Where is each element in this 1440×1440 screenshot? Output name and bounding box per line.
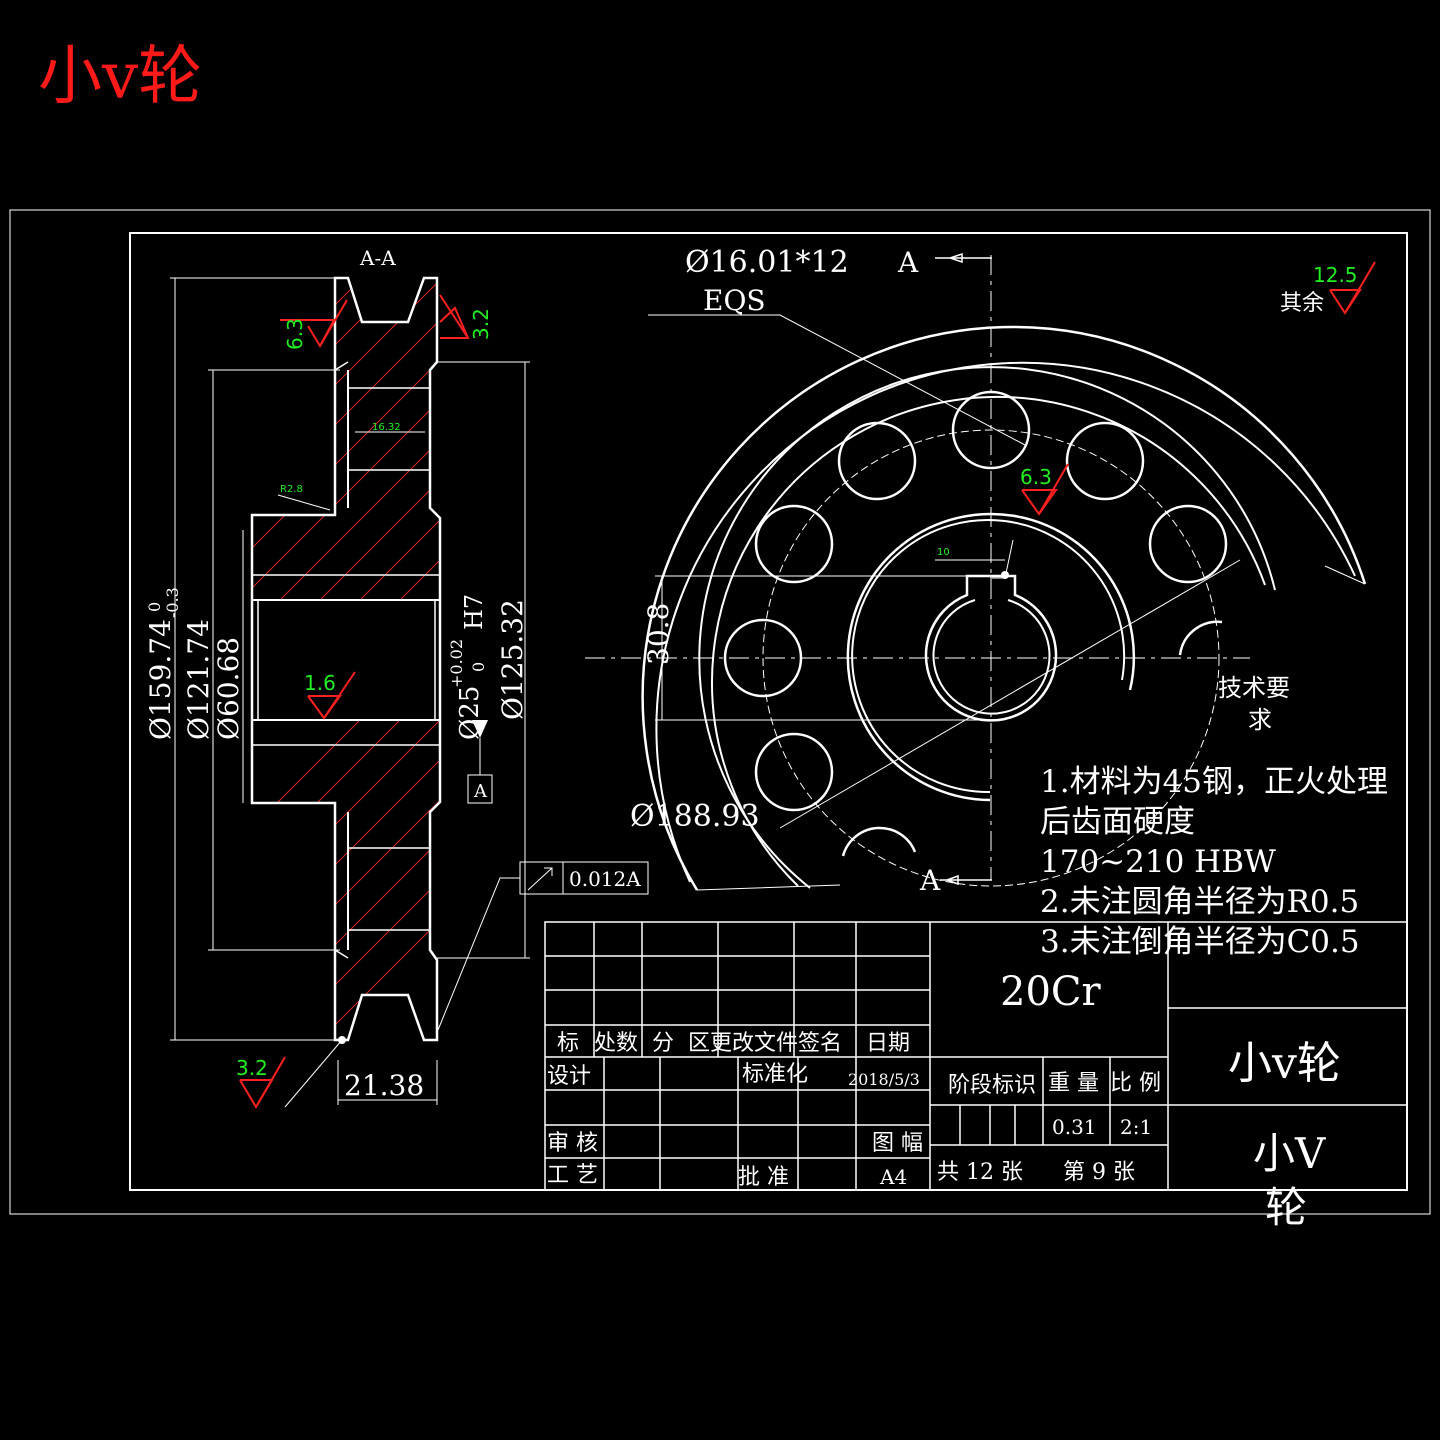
svg-text:小V: 小V bbox=[1253, 1129, 1326, 1178]
section-mark-top: A bbox=[897, 246, 919, 279]
svg-text:1.材料为45钢，正火处理: 1.材料为45钢，正火处理 bbox=[1040, 764, 1388, 800]
svg-text:图 幅: 图 幅 bbox=[872, 1131, 923, 1156]
front-view: A A 30.8 10 Ø16.01*12 EQS Ø188.93 6.3 技术… bbox=[585, 245, 1367, 897]
req-title-1: 技术要 bbox=[1218, 674, 1290, 702]
tolerance-frame: 0.012A bbox=[437, 861, 649, 1031]
roughness-1.6: 1.6 bbox=[304, 671, 356, 720]
dim-bore-tol-up: +0.02 bbox=[447, 639, 466, 688]
svg-text:3.2: 3.2 bbox=[236, 1056, 268, 1080]
dim-width: 21.38 bbox=[344, 1069, 424, 1102]
dim-fillet: R2.8 bbox=[280, 484, 303, 495]
outer-frame bbox=[9, 209, 1431, 1215]
dim-right: Ø125.32 bbox=[496, 599, 529, 720]
dim-key-width: 10 bbox=[937, 547, 950, 558]
svg-text:170~210 HBW: 170~210 HBW bbox=[1040, 844, 1276, 880]
bolt-holes bbox=[723, 390, 1228, 857]
roughness-6.3-top: 6.3 bbox=[280, 299, 348, 350]
roughness-other: 12.5 其余 bbox=[1280, 261, 1376, 316]
dim-d2: Ø121.74 bbox=[182, 619, 215, 740]
svg-text:分: 分 bbox=[652, 1031, 674, 1056]
svg-text:工 艺: 工 艺 bbox=[547, 1163, 598, 1188]
dim-outer-tol-up: 0 bbox=[145, 602, 164, 612]
svg-text:6.3: 6.3 bbox=[283, 318, 307, 350]
svg-text:6.3: 6.3 bbox=[1020, 465, 1052, 489]
svg-text:标: 标 bbox=[557, 1031, 579, 1056]
svg-text:后齿面硬度: 后齿面硬度 bbox=[1040, 804, 1195, 840]
svg-text:2:1: 2:1 bbox=[1120, 1115, 1152, 1139]
dim-bore-fit: H7 bbox=[460, 594, 488, 630]
req-title-2: 求 bbox=[1248, 706, 1272, 734]
datum-a: A bbox=[467, 720, 493, 804]
roughness-6.3-front: 6.3 bbox=[1020, 463, 1069, 516]
section-outline bbox=[250, 276, 442, 1042]
dim-bore-tol-low: 0 bbox=[469, 662, 488, 672]
dim-outer-tol-low: -0.3 bbox=[163, 587, 182, 618]
section-mark-bottom: A bbox=[919, 864, 941, 897]
svg-text:其余: 其余 bbox=[1280, 291, 1324, 316]
svg-text:比 例: 比 例 bbox=[1110, 1071, 1161, 1096]
svg-text:12.5: 12.5 bbox=[1313, 263, 1358, 287]
hole-circle-dim: Ø188.93 bbox=[630, 799, 760, 834]
svg-text:处数: 处数 bbox=[594, 1031, 638, 1056]
title-block-text: 标 处数 分 区更改文件签名 日期 设计 标准化 2018/5/3 审 核 图 … bbox=[547, 969, 1341, 1232]
dim-groove: 16.32 bbox=[372, 422, 401, 433]
svg-text:标准化: 标准化 bbox=[742, 1062, 808, 1087]
svg-text:阶段标识: 阶段标识 bbox=[948, 1073, 1036, 1098]
section-view: A-A bbox=[144, 246, 649, 1109]
roughness-3.2-bottom: 3.2 bbox=[236, 1036, 346, 1109]
holes-label: Ø16.01*12 bbox=[685, 245, 849, 280]
part-name: 小v轮 bbox=[1228, 1038, 1341, 1089]
svg-text:2.未注圆角半径为R0.5: 2.未注圆角半径为R0.5 bbox=[1040, 884, 1359, 920]
drawing-title: 小v轮 bbox=[38, 40, 202, 114]
svg-text:1.6: 1.6 bbox=[304, 671, 336, 695]
dim-key-height: 30.8 bbox=[642, 603, 675, 665]
title-block bbox=[544, 921, 1408, 1191]
dim-outer: Ø159.74 bbox=[144, 619, 177, 740]
svg-text:第 9 张: 第 9 张 bbox=[1063, 1160, 1135, 1185]
svg-text:审 核: 审 核 bbox=[547, 1131, 598, 1156]
material: 20Cr bbox=[1000, 969, 1102, 1015]
svg-text:批 准: 批 准 bbox=[738, 1165, 789, 1190]
section-label: A-A bbox=[359, 246, 396, 270]
svg-text:重 量: 重 量 bbox=[1048, 1071, 1099, 1096]
roughness-3.2-right: 3.2 bbox=[439, 294, 493, 340]
svg-text:设计: 设计 bbox=[547, 1064, 591, 1089]
svg-text:3.2: 3.2 bbox=[469, 308, 493, 340]
svg-text:区更改文件签名: 区更改文件签名 bbox=[688, 1031, 842, 1056]
svg-text:日期: 日期 bbox=[866, 1031, 910, 1056]
svg-text:共 12 张: 共 12 张 bbox=[937, 1160, 1023, 1185]
svg-text:A: A bbox=[473, 781, 488, 802]
svg-text:A4: A4 bbox=[879, 1165, 907, 1189]
svg-text:0.31: 0.31 bbox=[1052, 1115, 1097, 1139]
svg-text:0.012A: 0.012A bbox=[569, 867, 641, 891]
technical-notes: 1.材料为45钢，正火处理 后齿面硬度 170~210 HBW 2.未注圆角半径… bbox=[1040, 764, 1388, 960]
dim-d3: Ø60.68 bbox=[212, 637, 245, 740]
svg-text:轮: 轮 bbox=[1265, 1183, 1307, 1232]
eqs-label: EQS bbox=[703, 284, 766, 317]
svg-text:3.未注倒角半径为C0.5: 3.未注倒角半径为C0.5 bbox=[1040, 924, 1360, 960]
svg-text:2018/5/3: 2018/5/3 bbox=[848, 1070, 920, 1089]
